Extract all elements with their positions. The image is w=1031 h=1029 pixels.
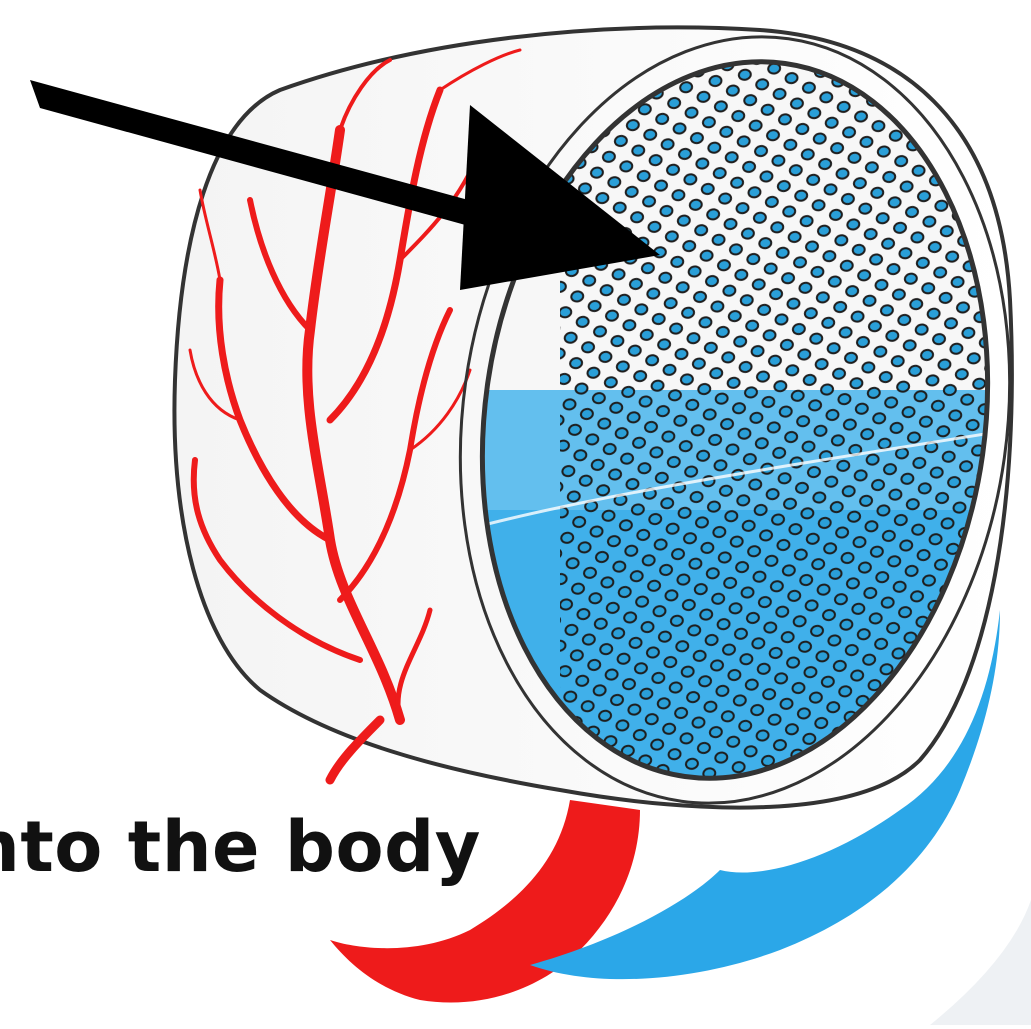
caption-text: nto the body [0,812,481,882]
background-swirl [930,900,1031,1025]
